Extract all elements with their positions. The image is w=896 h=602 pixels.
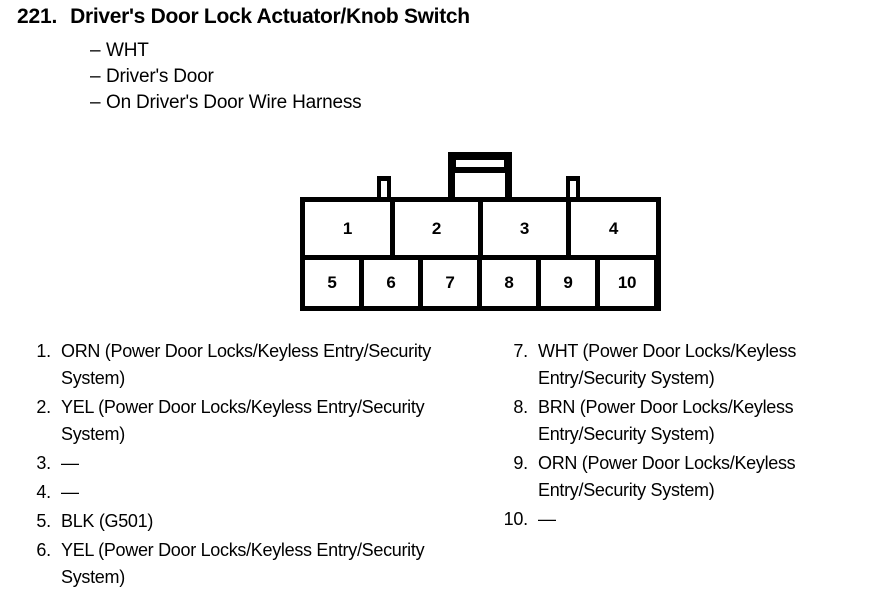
pin-cell: 2	[395, 202, 478, 255]
center-latch-tab-icon	[448, 152, 512, 200]
pin-description: ORN (Power Door Locks/Keyless Entry/Secu…	[61, 341, 431, 388]
center-latch-slot	[456, 160, 504, 167]
pin-number: 6.	[36, 540, 51, 560]
list-item: 7. WHT (Power Door Locks/Keyless Entry/S…	[500, 338, 896, 392]
component-attribute-label: On Driver's Door Wire Harness	[106, 92, 362, 113]
pin-number: 5.	[36, 511, 51, 531]
pin-description: —	[61, 482, 79, 502]
side-tab-window	[570, 181, 576, 200]
pin-number: 1.	[36, 341, 51, 361]
pin-legend-column-left: 1. ORN (Power Door Locks/Keyless Entry/S…	[27, 338, 447, 593]
pin-description: YEL (Power Door Locks/Keyless Entry/Secu…	[61, 397, 425, 444]
component-attribute: – Driver's Door	[90, 64, 361, 90]
side-tab-left-icon	[377, 176, 391, 200]
pin-cell: 4	[571, 202, 656, 255]
connector-pin-row-bottom: 5 6 7 8 9 10	[305, 260, 656, 306]
component-attribute-label: Driver's Door	[106, 66, 214, 87]
connector-diagram: 1 2 3 4 5 6 7 8 9 10	[300, 150, 662, 312]
side-tab-window	[381, 181, 387, 200]
pin-description: —	[61, 453, 79, 473]
component-attribute-label: WHT	[106, 40, 149, 61]
list-item: 10. —	[500, 506, 896, 533]
pin-cell: 1	[305, 202, 390, 255]
list-item: 5. BLK (G501)	[27, 508, 447, 535]
pin-legend-column-right: 7. WHT (Power Door Locks/Keyless Entry/S…	[500, 338, 896, 535]
pin-cell: 3	[483, 202, 566, 255]
pin-cell: 7	[423, 260, 477, 306]
pin-cell: 5	[305, 260, 359, 306]
component-attribute: – On Driver's Door Wire Harness	[90, 90, 362, 116]
pin-number: 2.	[36, 397, 51, 417]
pin-description: WHT (Power Door Locks/Keyless Entry/Secu…	[538, 341, 797, 388]
pin-description: YEL (Power Door Locks/Keyless Entry/Secu…	[61, 540, 425, 587]
pin-description: BLK (G501)	[61, 511, 154, 531]
pin-description: BRN (Power Door Locks/Keyless Entry/Secu…	[538, 397, 794, 444]
center-latch-window	[455, 173, 505, 200]
component-number: 221.	[17, 5, 58, 28]
list-item: 6. YEL (Power Door Locks/Keyless Entry/S…	[27, 537, 447, 591]
component-title: Driver's Door Lock Actuator/Knob Switch	[70, 5, 470, 28]
page-title: 221. Driver's Door Lock Actuator/Knob Sw…	[17, 5, 470, 29]
pin-cell: 10	[600, 260, 654, 306]
dash-marker-icon: –	[90, 92, 101, 113]
pin-number: 8.	[513, 397, 528, 417]
component-attribute-list: – WHT – Driver's Door – On Driver's Door…	[90, 38, 362, 116]
pin-description: —	[538, 509, 556, 529]
connector-pin-row-top: 1 2 3 4	[305, 202, 656, 255]
pin-number: 7.	[513, 341, 528, 361]
component-attribute: – WHT	[90, 38, 361, 64]
pin-number: 9.	[513, 453, 528, 473]
list-item: 8. BRN (Power Door Locks/Keyless Entry/S…	[500, 394, 896, 448]
pin-description: ORN (Power Door Locks/Keyless Entry/Secu…	[538, 453, 796, 500]
list-item: 1. ORN (Power Door Locks/Keyless Entry/S…	[27, 338, 447, 392]
list-item: 4. —	[27, 479, 447, 506]
dash-marker-icon: –	[90, 66, 101, 87]
connector-body: 1 2 3 4 5 6 7 8 9 10	[300, 197, 661, 311]
side-tab-right-icon	[566, 176, 580, 200]
pin-cell: 9	[541, 260, 595, 306]
list-item: 9. ORN (Power Door Locks/Keyless Entry/S…	[500, 450, 896, 504]
pin-cell: 6	[364, 260, 418, 306]
pin-cell: 8	[482, 260, 536, 306]
pin-number: 10.	[503, 509, 529, 529]
dash-marker-icon: –	[90, 40, 101, 61]
list-item: 3. —	[27, 450, 447, 477]
pin-number: 4.	[36, 482, 51, 502]
list-item: 2. YEL (Power Door Locks/Keyless Entry/S…	[27, 394, 447, 448]
pin-number: 3.	[36, 453, 51, 473]
